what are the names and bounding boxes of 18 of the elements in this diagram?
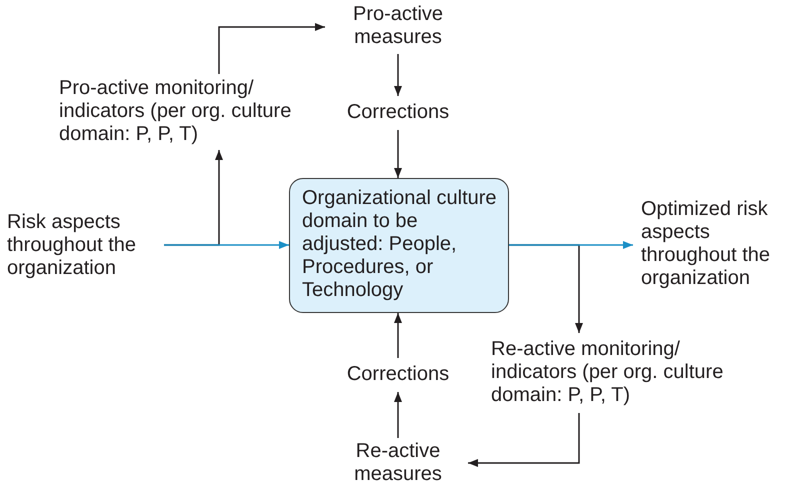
arrow [218,23,325,74]
text-label: Re-active measures [330,440,466,486]
text-label: Risk aspects throughout the organization [7,211,159,281]
arrow [394,392,402,438]
arrow [164,241,289,249]
arrow [394,313,402,358]
text-label: Corrections [338,363,458,387]
process-box [289,178,509,313]
arrow [509,241,633,249]
text-label: Pro-active measures [330,3,466,49]
arrow [394,54,402,96]
text-label: Corrections [338,101,458,125]
arrow [468,413,580,467]
text-label: Optimized risk aspects throughout the organization [641,198,781,291]
text-label: Pro-active monitoring/ indicators (per org. culture domain: P, P, T) [59,77,327,147]
arrow [394,130,402,178]
text-label: Re-active monitoring/ indicators (per org. culture domain: P, P, T) [491,338,759,408]
box-label: Organizational culture domain to be adjusted: People, Procedures, or Technology [302,187,498,302]
